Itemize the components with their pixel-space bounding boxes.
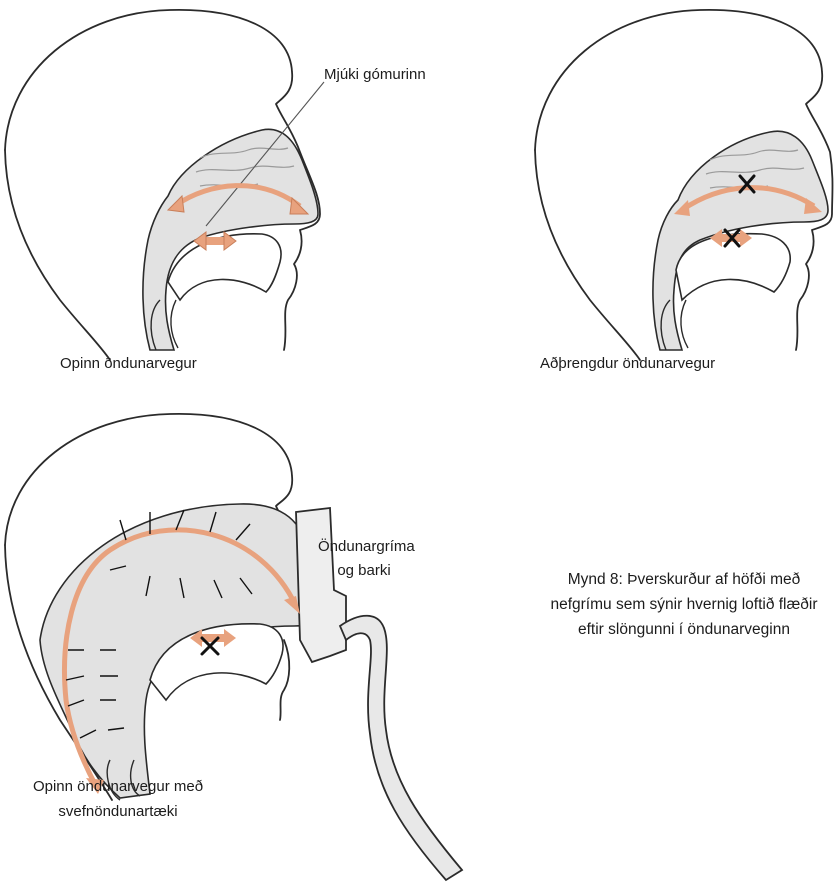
device-airway-panel: Öndunargríma og barki Opinn öndunarvegur… (0, 400, 480, 882)
device-label-line-1: Opinn öndunarvegur með (18, 774, 218, 799)
narrowed-airway-panel: Aðþrengdur öndunarvegur (420, 0, 839, 360)
open-airway-label: Opinn öndunarvegur (60, 353, 197, 374)
mask-label-line-2: og barki (318, 559, 410, 583)
caption-line-1: Mynd 8: Þverskurður af höfði með (536, 567, 832, 592)
soft-palate-label: Mjúki gómurinn (324, 64, 426, 85)
narrowed-airway-label: Aðþrengdur öndunarvegur (540, 353, 715, 374)
open-airway-panel: Mjúki gómurinn Opinn öndunarvegur (0, 0, 420, 360)
caption-line-2: nefgrímu sem sýnir hvernig loftið flæðir (536, 592, 832, 617)
device-label-line-2: svefnöndunartæki (18, 799, 218, 824)
mask-label-line-1: Öndunargríma (318, 535, 410, 559)
caption-line-3: eftir slöngunni í öndunarveginn (536, 617, 832, 642)
open-airway-head-illustration (0, 0, 420, 360)
device-airway-label: Opinn öndunarvegur með svefnöndunartæki (18, 774, 218, 824)
mask-and-hose-label: Öndunargríma og barki (318, 535, 410, 583)
mask (296, 508, 346, 662)
narrowed-airway-head-illustration (420, 0, 839, 360)
neck-outline (5, 150, 110, 360)
hose (340, 616, 462, 880)
neck-outline (535, 150, 640, 360)
figure-caption: Mynd 8: Þverskurður af höfði með nefgrím… (536, 567, 832, 642)
